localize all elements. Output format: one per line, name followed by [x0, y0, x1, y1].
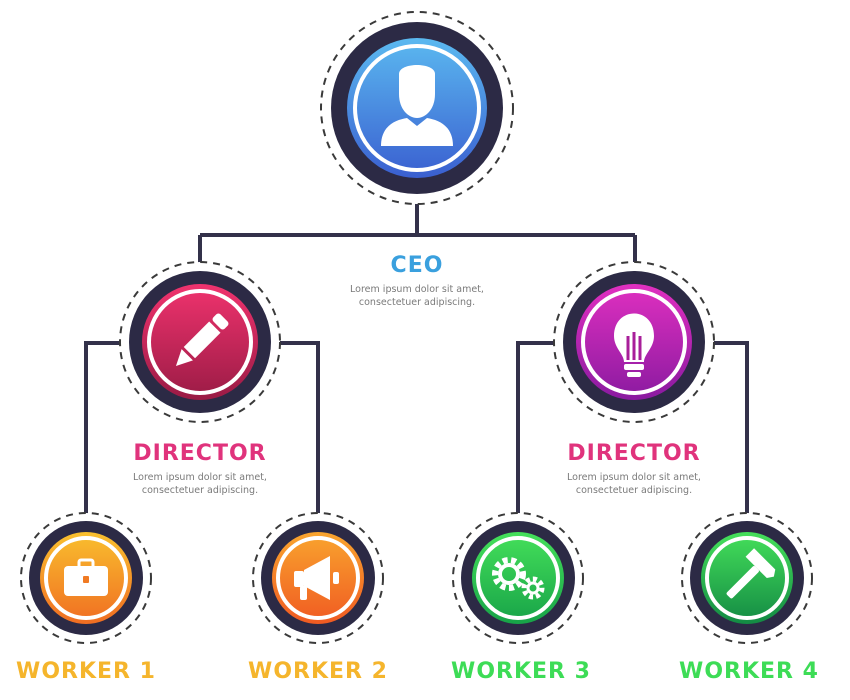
- worker-2-title: WORKER 2: [248, 659, 388, 684]
- director-node-1: [119, 261, 281, 423]
- ceo-title: CEO: [391, 253, 444, 278]
- lightbulb-icon: [614, 313, 654, 377]
- briefcase-icon: [64, 558, 108, 596]
- ceo-node: [320, 11, 514, 205]
- director-1-connector: [84, 341, 320, 520]
- hammer-icon: [726, 548, 776, 599]
- director-2-label: DIRECTOR Lorem ipsum dolor sit amet, con…: [567, 441, 701, 496]
- ceo-description-line-1: Lorem ipsum dolor sit amet,: [350, 284, 484, 295]
- worker-node-2: [252, 512, 384, 644]
- worker-1-title: WORKER 1: [16, 659, 156, 684]
- director-2-description-line-2: consectetuer adipiscing.: [576, 485, 692, 496]
- worker-node-4: [681, 512, 813, 644]
- user-icon: [381, 65, 453, 146]
- worker-4-title: WORKER 4: [679, 659, 819, 684]
- ceo-label: CEO Lorem ipsum dolor sit amet, consecte…: [350, 253, 484, 308]
- director-2-connector: [516, 341, 749, 520]
- connector-lines: [84, 198, 749, 520]
- director-1-description-line-2: consectetuer adipiscing.: [142, 485, 258, 496]
- director-node-2: [553, 261, 715, 423]
- director-1-description-line-1: Lorem ipsum dolor sit amet,: [133, 472, 267, 483]
- megaphone-icon: [294, 556, 339, 600]
- director-1-title: DIRECTOR: [133, 441, 266, 466]
- ceo-description-line-2: consectetuer adipiscing.: [359, 297, 475, 308]
- worker-node-1: [20, 512, 152, 644]
- director-2-description-line-1: Lorem ipsum dolor sit amet,: [567, 472, 701, 483]
- ceo-connector: [198, 198, 637, 270]
- director-1-label: DIRECTOR Lorem ipsum dolor sit amet, con…: [133, 441, 267, 496]
- director-2-title: DIRECTOR: [567, 441, 700, 466]
- worker-3-title: WORKER 3: [451, 659, 591, 684]
- gears-icon: [492, 557, 545, 600]
- worker-node-3: [452, 512, 584, 644]
